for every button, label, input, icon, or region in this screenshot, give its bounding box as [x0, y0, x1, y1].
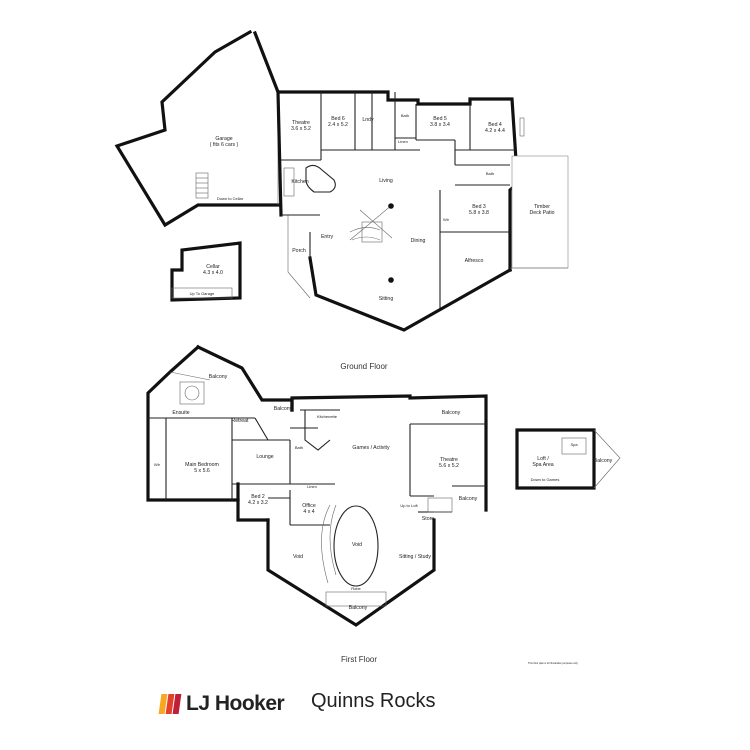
- brand-name: LJ Hooker: [186, 692, 285, 715]
- down-to-games-label: Down to Games: [531, 477, 560, 482]
- balcony-ne-label: Balcony: [442, 410, 461, 416]
- bed5-dims: 3.8 x 3.4: [430, 122, 450, 128]
- timber-deck-outline: [511, 155, 569, 269]
- void-ellipse: [333, 505, 379, 587]
- lj-hooker-logo-icon: [158, 694, 182, 714]
- entry-label: Entry: [321, 234, 334, 240]
- robe-label: Robe: [351, 586, 361, 591]
- retreat-label: Retreat: [231, 418, 249, 424]
- ground-wir-label: Wir: [443, 217, 450, 222]
- garage-note: ( fits 6 cars ): [210, 142, 239, 148]
- first-floor-west-walls: [146, 344, 240, 502]
- void-left-label: Void: [293, 554, 303, 560]
- bed2-dims: 4.2 x 3.2: [248, 500, 268, 506]
- up-to-loft-label: Up to Loft: [400, 503, 418, 508]
- first-theatre-dims: 5.6 x 5.2: [439, 463, 459, 469]
- ground-theatre-label: Theatre: [292, 120, 310, 126]
- bed3-dims: 5.8 x 3.8: [469, 210, 489, 216]
- garage-label: Garage: [215, 136, 232, 142]
- bath1-label: Bath: [401, 113, 409, 118]
- balcony-e-label: Balcony: [459, 496, 478, 502]
- ground-floor-title: Ground Floor: [340, 362, 387, 371]
- bed5-label: Bed 5: [433, 116, 447, 122]
- bath2-label: Bath: [486, 171, 494, 176]
- alfresco-label: Alfresco: [465, 258, 484, 264]
- timber-deck-label: Timber: [534, 204, 550, 210]
- balcony-n-label: Balcony: [274, 406, 293, 412]
- lounge-label: Lounge: [256, 454, 273, 460]
- bed6-dims: 2.4 x 5.2: [328, 122, 348, 128]
- sitting-study-label: Sitting / Study: [399, 554, 431, 560]
- cellar-label: Cellar: [206, 264, 220, 270]
- down-to-cellar-label: Down to Cellar: [217, 196, 244, 201]
- bed3-label: Bed 3: [472, 204, 486, 210]
- up-to-garage-label: Up To Garage: [190, 291, 216, 296]
- balcony-nw-label: Balcony: [209, 374, 228, 380]
- office-dims: 4 x 4: [303, 509, 314, 515]
- bed2-label: Bed 2: [251, 494, 265, 500]
- void-center-label: Void: [352, 542, 362, 548]
- first-linen-label: Linen: [307, 484, 317, 489]
- cellar-dims: 4.3 x 4.0: [203, 270, 223, 276]
- loft-balcony-label: Balcony: [594, 458, 613, 464]
- balcony-s-label: Balcony: [349, 605, 368, 611]
- bed6-label: Bed 6: [331, 116, 345, 122]
- first-floor-title: First Floor: [341, 655, 377, 664]
- main-bedroom-dims: 5 x 5.6: [194, 468, 210, 474]
- spa-label: Spa: [570, 442, 578, 447]
- sitting-label: Sitting: [379, 296, 394, 302]
- spa-area-label: Spa Area: [532, 462, 553, 468]
- garage-walls: [114, 29, 280, 228]
- kitchen-label: Kitchen: [291, 179, 308, 185]
- first-theatre-label: Theatre: [440, 457, 458, 463]
- first-floor-plan: Balcony Ensuite Retreat Balcony Kitchene…: [146, 344, 621, 665]
- dining-label: Dining: [411, 238, 426, 244]
- linen-label: Linen: [398, 139, 408, 144]
- loft-label: Loft /: [537, 456, 549, 462]
- house-south-walls: [308, 256, 513, 332]
- first-floor-north-walls: [290, 394, 488, 512]
- living-label: Living: [379, 178, 393, 184]
- house-north-wall: [278, 90, 518, 162]
- lndy-label: Lndy: [362, 117, 374, 123]
- ground-floor-plan: Garage ( fits 6 cars ) Down to Cellar Ce…: [114, 29, 569, 371]
- office-label: Office: [302, 503, 316, 509]
- first-wir-label: Wir: [154, 462, 161, 467]
- garage-walls-east: [252, 30, 281, 95]
- lj-hooker-logo: LJ Hooker: [158, 692, 285, 716]
- bed4-dims: 4.2 x 4.4: [485, 128, 505, 134]
- games-label: Games / Activity: [352, 445, 390, 451]
- kitchenette-label: Kitchenette: [317, 414, 338, 419]
- first-bath-label: Bath: [295, 445, 303, 450]
- main-bedroom-label: Main Bedroom: [185, 462, 219, 468]
- store-label: Store: [422, 516, 435, 522]
- porch-label: Porch: [292, 248, 306, 254]
- ground-theatre-dims: 3.6 x 5.2: [291, 126, 311, 132]
- first-floor-south-walls: [266, 518, 436, 627]
- office-name: Quinns Rocks: [311, 690, 436, 712]
- bed4-label: Bed 4: [488, 122, 502, 128]
- timber-deck-label-2: Deck Patio: [529, 210, 554, 216]
- ensuite-label: Ensuite: [172, 410, 189, 416]
- cellar-walls: [170, 241, 242, 302]
- disclaimer-text: This floor plan is for illustrative purp…: [528, 662, 579, 665]
